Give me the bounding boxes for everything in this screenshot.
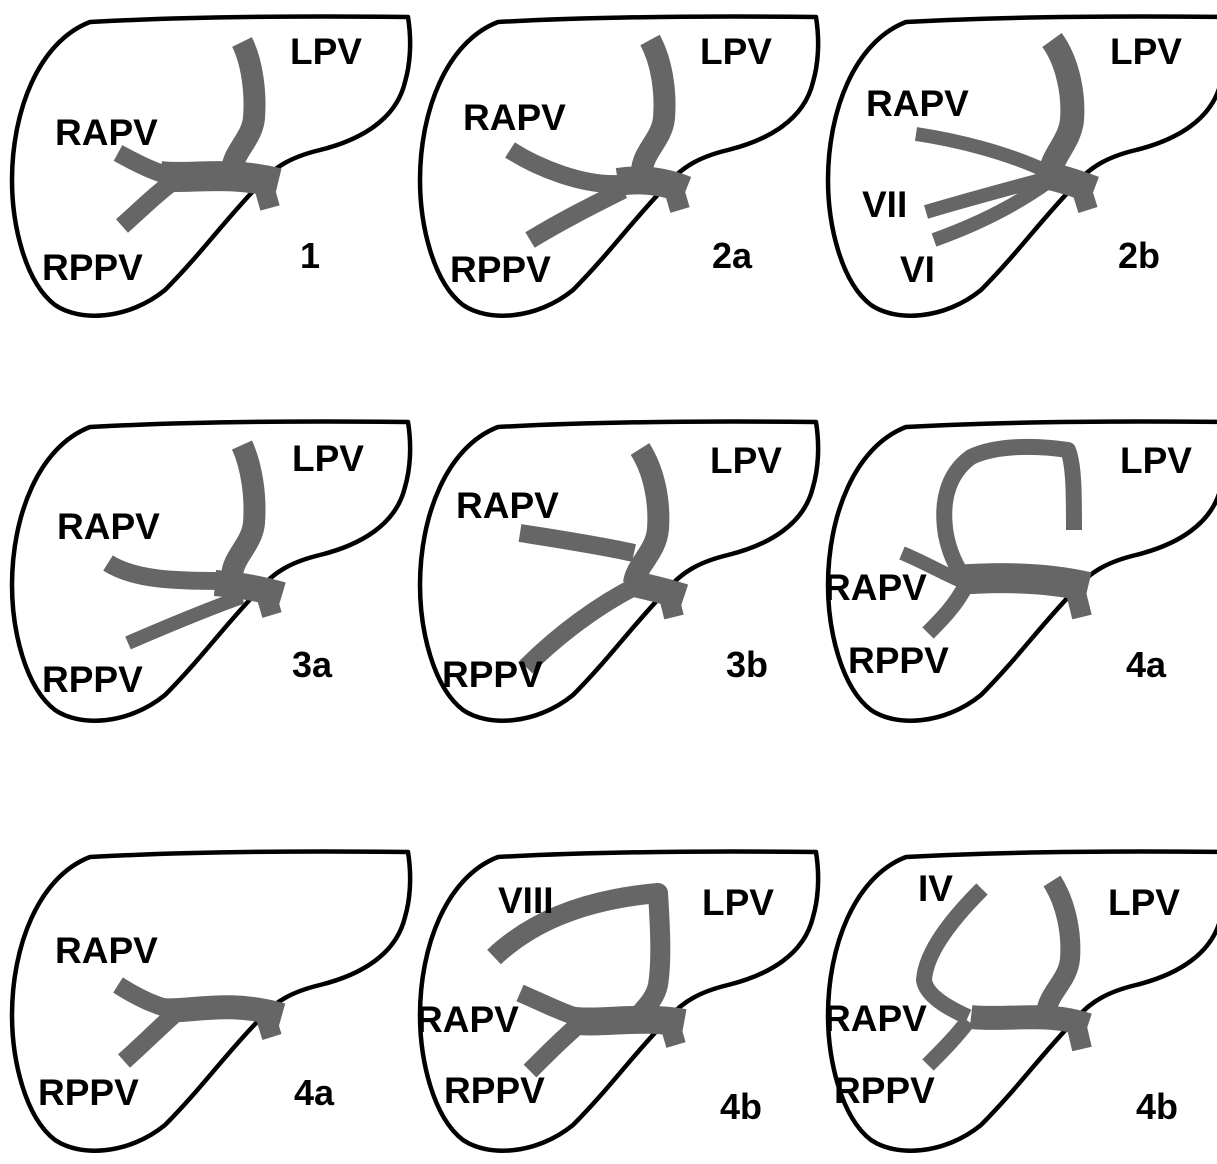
rppv-label: RPPV <box>444 1070 545 1111</box>
rapv-label: RAPV <box>55 930 158 971</box>
main-portal-trunk <box>954 563 1092 602</box>
vii-label: VII <box>862 184 907 225</box>
panel-type-2a: LPV RAPV RPPV 2a <box>420 17 818 316</box>
right-posterior-portal-vein-branch <box>523 1014 589 1078</box>
iv-label: IV <box>918 868 953 909</box>
variant-type-label: 4b <box>1136 1086 1178 1127</box>
left-portal-vein-branch <box>623 443 670 586</box>
rppv-label: RPPV <box>848 640 949 681</box>
rppv-label: RPPV <box>42 247 143 288</box>
portal-vein-branches <box>518 443 689 674</box>
rapv-label: RAPV <box>416 999 519 1040</box>
panel-type-3a: LPV RAPV RPPV 3a <box>12 422 410 721</box>
segment-viii-portal-branch <box>487 883 671 1029</box>
portal-bifurcation-stub <box>1068 175 1098 213</box>
variant-type-label: 3b <box>726 644 768 685</box>
panel-type-4b-iv: IV LPV RAPV RPPV 4b <box>824 852 1217 1151</box>
lpv-label: LPV <box>710 440 782 481</box>
panel-type-2b: LPV RAPV VII VI 2b <box>828 17 1217 316</box>
right-posterior-portal-vein-branch <box>922 581 974 639</box>
portal-vein-branches <box>505 34 692 248</box>
variant-type-label: 1 <box>300 235 320 276</box>
portal-vein-branches <box>113 977 286 1068</box>
lpv-label: LPV <box>292 438 364 479</box>
rppv-label: RPPV <box>42 659 143 700</box>
left-portal-vein-branch <box>631 34 676 174</box>
left-portal-vein-branch <box>221 440 266 579</box>
panel-type-3b: LPV RAPV RPPV 3b <box>420 422 818 721</box>
segment-vii-portal-branch <box>923 171 1050 219</box>
right-anterior-portal-vein-branch <box>103 555 223 590</box>
variant-type-label: 2b <box>1118 235 1160 276</box>
right-posterior-portal-vein-branch <box>525 181 628 248</box>
vi-label: VI <box>900 249 935 290</box>
right-posterior-portal-vein-branch <box>125 590 245 650</box>
portal-vein-branches <box>487 883 687 1078</box>
left-portal-vein-branch <box>221 37 266 174</box>
rapv-label: RAPV <box>824 567 927 608</box>
right-anterior-portal-vein-branch <box>518 524 636 562</box>
right-posterior-portal-vein-branch <box>118 1004 184 1068</box>
lpv-label: LPV <box>290 31 362 72</box>
variant-type-label: 2a <box>712 235 753 276</box>
segment-vi-portal-branch <box>931 176 1053 247</box>
panel-type-1: LPV RAPV RPPV 1 <box>12 17 410 316</box>
rapv-label: RAPV <box>456 485 559 526</box>
panel-type-4b-viii: VIII LPV RAPV RPPV 4b <box>416 852 818 1151</box>
portal-vein-branches <box>103 440 286 650</box>
left-portal-vein-branch <box>936 438 1082 585</box>
left-portal-vein-branch <box>1038 32 1085 178</box>
variant-type-label: 3a <box>292 644 333 685</box>
portal-vein-branches <box>899 438 1092 639</box>
portal-vein-branches <box>914 32 1099 247</box>
portal-vein-branches <box>916 875 1092 1071</box>
portal-bifurcation-stub <box>252 1002 282 1040</box>
variant-type-label: 4a <box>1126 644 1167 685</box>
variant-type-label: 4a <box>294 1072 335 1113</box>
portal-bifurcation-stub <box>250 169 280 211</box>
variant-type-label: 4b <box>720 1086 762 1127</box>
panel-type-4a-no-lpv: RAPV RPPV 4a <box>12 852 410 1151</box>
rppv-label: RPPV <box>38 1072 139 1113</box>
rppv-label: RPPV <box>442 654 543 695</box>
panel-type-4a: LPV RAPV RPPV 4a <box>824 422 1217 721</box>
viii-label: VIII <box>498 880 554 921</box>
rppv-label: RPPV <box>834 1070 935 1111</box>
right-anterior-portal-vein-branch <box>914 127 1052 179</box>
portal-vein-branches <box>113 37 282 233</box>
rapv-label: RAPV <box>866 83 969 124</box>
right-anterior-portal-vein-branch <box>505 142 621 194</box>
lpv-label: LPV <box>1110 31 1182 72</box>
right-anterior-portal-vein-branch <box>899 546 969 590</box>
portal-bifurcation-stub <box>660 173 690 213</box>
right-posterior-portal-vein-branch <box>922 1016 975 1071</box>
right-posterior-portal-vein-branch <box>116 170 184 233</box>
portal-bifurcation-stub <box>252 578 282 618</box>
portal-bifurcation-stub <box>1064 1012 1092 1052</box>
rapv-label: RAPV <box>57 506 160 547</box>
rppv-label: RPPV <box>450 249 551 290</box>
lpv-label: LPV <box>702 882 774 923</box>
right-posterior-portal-vein-branch <box>519 576 643 674</box>
portal-bifurcation-stub <box>656 582 684 620</box>
rapv-label: RAPV <box>463 97 566 138</box>
portal-bifurcation-stub <box>656 1008 686 1048</box>
segment-iv-portal-branch <box>916 883 988 1025</box>
portal-bifurcation-stub <box>1064 582 1092 620</box>
left-portal-vein-branch <box>1036 875 1081 1015</box>
lpv-label: LPV <box>1108 882 1180 923</box>
lpv-label: LPV <box>1120 440 1192 481</box>
rapv-label: RAPV <box>824 998 927 1039</box>
rapv-label: RAPV <box>55 112 158 153</box>
lpv-label: LPV <box>700 31 772 72</box>
